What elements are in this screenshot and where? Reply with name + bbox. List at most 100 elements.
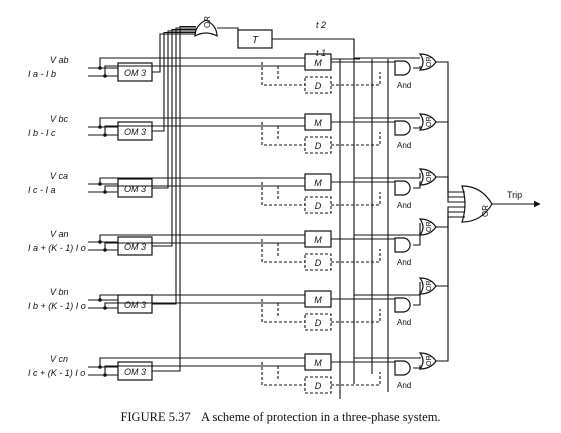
wire bbox=[152, 25, 196, 372]
wire bbox=[104, 65, 305, 76]
delay-label: D bbox=[315, 258, 322, 268]
wire bbox=[99, 234, 305, 242]
wire bbox=[152, 33, 196, 73]
row-or-gate bbox=[418, 352, 437, 370]
om3-label: OM 3 bbox=[124, 127, 146, 137]
current-label: I b - I c bbox=[28, 128, 56, 138]
row-or-label: OR bbox=[426, 57, 433, 68]
wire bbox=[99, 117, 305, 127]
wire bbox=[104, 302, 305, 308]
timer-label: T bbox=[252, 35, 259, 46]
wire bbox=[354, 173, 421, 179]
monitor-label: M bbox=[314, 178, 322, 188]
top-or-gate bbox=[194, 19, 218, 38]
wire bbox=[104, 242, 305, 250]
delay-label: D bbox=[315, 141, 322, 151]
wire bbox=[331, 192, 381, 206]
current-label: I c + (K - 1) I o bbox=[28, 368, 85, 378]
final-or-gate bbox=[461, 185, 493, 223]
om3-label: OM 3 bbox=[124, 300, 146, 310]
row-or-gate bbox=[418, 113, 437, 131]
wire bbox=[272, 38, 355, 54]
wire bbox=[354, 282, 421, 296]
and-gate bbox=[394, 360, 411, 376]
row-or-label: OR bbox=[426, 356, 433, 367]
wire bbox=[99, 57, 305, 68]
delay-label: D bbox=[315, 81, 322, 91]
delay-label: D bbox=[315, 201, 322, 211]
wire bbox=[261, 239, 305, 263]
wire bbox=[436, 121, 465, 198]
wire bbox=[261, 62, 305, 86]
current-label: I a + (K - 1) I o bbox=[28, 243, 86, 253]
row-or-label: OR bbox=[426, 281, 433, 292]
wire bbox=[152, 27, 196, 305]
row-or-gate bbox=[418, 277, 437, 295]
and-gate bbox=[394, 297, 411, 313]
row-or-gate bbox=[418, 218, 437, 236]
and-label: And bbox=[397, 201, 411, 210]
wire bbox=[436, 61, 465, 193]
wire bbox=[261, 182, 305, 206]
wire bbox=[331, 249, 381, 263]
current-label: I b + (K - 1) I o bbox=[28, 301, 86, 311]
current-label: I a - I b bbox=[28, 69, 56, 79]
om3-label: OM 3 bbox=[124, 68, 146, 78]
monitor-label: M bbox=[314, 358, 322, 368]
wire bbox=[354, 223, 421, 236]
wire bbox=[413, 66, 421, 69]
figure-number: FIGURE 5.37 bbox=[120, 410, 191, 424]
wire bbox=[261, 362, 305, 386]
monitor-label: M bbox=[314, 58, 322, 68]
wire bbox=[104, 185, 305, 192]
and-label: And bbox=[397, 381, 411, 390]
monitor-label: M bbox=[314, 295, 322, 305]
row-or-label: OR bbox=[426, 117, 433, 128]
wire bbox=[217, 27, 239, 39]
om3-label: OM 3 bbox=[124, 242, 146, 252]
t1-label: t 1 bbox=[316, 48, 326, 58]
and-label: And bbox=[397, 258, 411, 267]
om3-label: OM 3 bbox=[124, 367, 146, 377]
wire bbox=[413, 365, 421, 369]
wire bbox=[413, 231, 421, 246]
wire bbox=[99, 294, 305, 300]
wire bbox=[354, 357, 421, 359]
wire bbox=[261, 299, 305, 323]
top-or-label: OR bbox=[203, 16, 212, 28]
wire bbox=[152, 31, 196, 132]
figure-caption-text: A scheme of protection in a three-phase … bbox=[201, 410, 441, 424]
monitor-label: M bbox=[314, 235, 322, 245]
and-label: And bbox=[397, 141, 411, 150]
wire bbox=[413, 290, 421, 306]
delay-label: D bbox=[315, 381, 322, 391]
timer-block bbox=[237, 29, 273, 49]
monitor-label: M bbox=[314, 118, 322, 128]
and-label: And bbox=[397, 81, 411, 90]
figure-caption: FIGURE 5.37 A scheme of protection in a … bbox=[0, 410, 561, 425]
wire bbox=[436, 216, 465, 362]
wire bbox=[436, 211, 465, 287]
current-label: I c - I a bbox=[28, 185, 56, 195]
wire bbox=[104, 365, 305, 375]
t2-label: t 2 bbox=[316, 20, 326, 30]
final-or-label: OR bbox=[481, 205, 490, 217]
and-gate bbox=[394, 120, 411, 136]
row-or-gate bbox=[418, 53, 437, 71]
voltage-label: V ab bbox=[50, 55, 69, 65]
and-label: And bbox=[397, 318, 411, 327]
voltage-label: V cn bbox=[50, 354, 68, 364]
row-or-label: OR bbox=[426, 172, 433, 183]
voltage-label: V bn bbox=[50, 287, 69, 297]
wire bbox=[413, 181, 421, 189]
wire bbox=[413, 126, 421, 129]
trip-label: Trip bbox=[507, 190, 522, 200]
wire bbox=[152, 30, 196, 189]
wire bbox=[436, 176, 465, 203]
and-gate bbox=[394, 237, 411, 253]
